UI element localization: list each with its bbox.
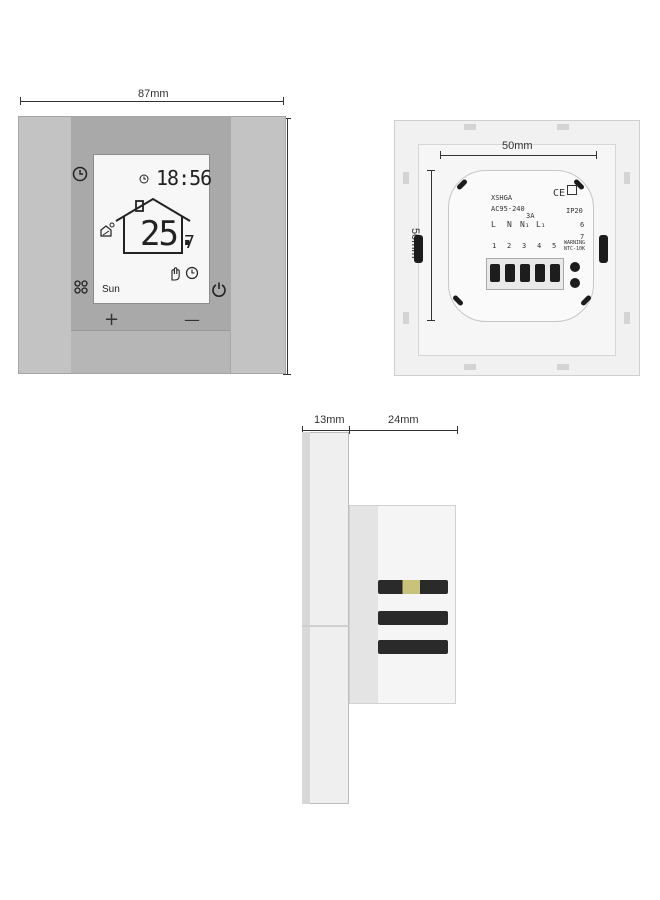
module-warning: WARNING bbox=[564, 240, 586, 246]
lcd-temperature-main: 25. bbox=[140, 214, 197, 254]
terminal-number-3: 3 bbox=[522, 242, 527, 250]
clock-icon[interactable] bbox=[72, 166, 88, 182]
side-plate-tick-left bbox=[302, 426, 303, 434]
sun-home-icon bbox=[100, 222, 115, 237]
front-width-label: 87mm bbox=[138, 88, 169, 100]
side-body bbox=[349, 505, 456, 704]
hand-icon bbox=[171, 267, 180, 281]
back-tab-top-right bbox=[557, 124, 569, 130]
terminal-number-2: 2 bbox=[507, 242, 512, 250]
front-height-line bbox=[287, 118, 288, 374]
back-tab-right-top bbox=[624, 172, 630, 184]
terminal-number-6: 6 bbox=[580, 221, 585, 229]
back-tab-top bbox=[464, 124, 476, 130]
front-width-tick-left bbox=[20, 97, 21, 105]
module-voltage: AC95-240 bbox=[491, 205, 525, 213]
terminal-screw-1 bbox=[490, 264, 500, 282]
module-amp: 3A bbox=[526, 212, 535, 220]
back-tab-bottom bbox=[464, 364, 476, 370]
home-icon bbox=[115, 197, 191, 254]
front-width-line bbox=[20, 101, 283, 102]
terminal-number-7: 7 bbox=[580, 233, 585, 241]
lcd-clock-icon bbox=[139, 174, 149, 184]
sensor-terminal-top bbox=[570, 262, 580, 272]
back-width-label: 50mm bbox=[502, 140, 533, 152]
side-body-label: 24mm bbox=[388, 414, 419, 426]
lcd-time: 18:56 bbox=[156, 166, 212, 190]
side-body-tick-right bbox=[457, 426, 458, 434]
module-ip-box bbox=[567, 185, 577, 195]
minus-button[interactable]: — bbox=[184, 310, 200, 329]
terminal-label-n1: N₁ bbox=[520, 220, 530, 229]
back-tab-bottom-right bbox=[557, 364, 569, 370]
back-slot-left bbox=[414, 235, 423, 263]
back-height-line bbox=[431, 170, 432, 320]
side-plate-label: 13mm bbox=[314, 414, 345, 426]
lcd-screen bbox=[93, 154, 210, 304]
terminal-label-n: N bbox=[507, 220, 512, 229]
front-lower-panel bbox=[71, 330, 231, 373]
back-tab-left-bottom bbox=[403, 312, 409, 324]
lcd-schedule-clock-icon bbox=[185, 266, 199, 280]
module-ip: IP20 bbox=[566, 207, 583, 215]
terminal-screw-2 bbox=[505, 264, 515, 282]
front-right-panel bbox=[230, 117, 285, 373]
module-ntc: NTC-10K bbox=[564, 246, 586, 252]
back-width-tick-right bbox=[596, 151, 597, 159]
side-plate-line bbox=[302, 430, 349, 431]
back-tab-left-top bbox=[403, 172, 409, 184]
terminal-number-1: 1 bbox=[492, 242, 497, 250]
sensor-terminal-bottom bbox=[570, 278, 580, 288]
front-height-tick-bottom bbox=[283, 374, 291, 375]
power-icon[interactable] bbox=[211, 281, 227, 297]
side-plate-edge bbox=[302, 432, 310, 804]
module-brand: XSHGA bbox=[491, 194, 513, 202]
plus-button[interactable]: + bbox=[104, 309, 120, 330]
back-tab-right-bottom bbox=[624, 312, 630, 324]
side-vent-middle bbox=[378, 611, 448, 625]
back-height-tick-top bbox=[427, 170, 435, 171]
terminal-screw-5 bbox=[550, 264, 560, 282]
module-ce: CE bbox=[553, 188, 566, 199]
back-height-tick-bottom bbox=[427, 320, 435, 321]
terminal-label-l: L bbox=[491, 220, 496, 229]
back-width-tick-left bbox=[440, 151, 441, 159]
terminal-screw-3 bbox=[520, 264, 530, 282]
terminal-number-4: 4 bbox=[537, 242, 542, 250]
side-body-line bbox=[349, 430, 457, 431]
grid-icon[interactable] bbox=[74, 280, 88, 294]
lcd-day: Sun bbox=[102, 284, 120, 295]
lcd-temperature-decimal: 7 bbox=[184, 232, 195, 253]
terminal-label-l1: L₁ bbox=[536, 220, 546, 229]
front-left-panel bbox=[19, 117, 72, 373]
front-width-tick-right bbox=[283, 97, 284, 105]
side-body-shade bbox=[350, 506, 378, 703]
front-height-tick-top bbox=[283, 118, 291, 119]
side-plate-divider bbox=[302, 625, 349, 627]
side-vent-bottom bbox=[378, 640, 448, 654]
side-vent-top bbox=[378, 580, 448, 594]
back-module bbox=[448, 170, 594, 322]
terminal-screw-4 bbox=[535, 264, 545, 282]
back-width-line bbox=[440, 155, 596, 156]
back-slot-right bbox=[599, 235, 608, 263]
terminal-number-5: 5 bbox=[552, 242, 557, 250]
